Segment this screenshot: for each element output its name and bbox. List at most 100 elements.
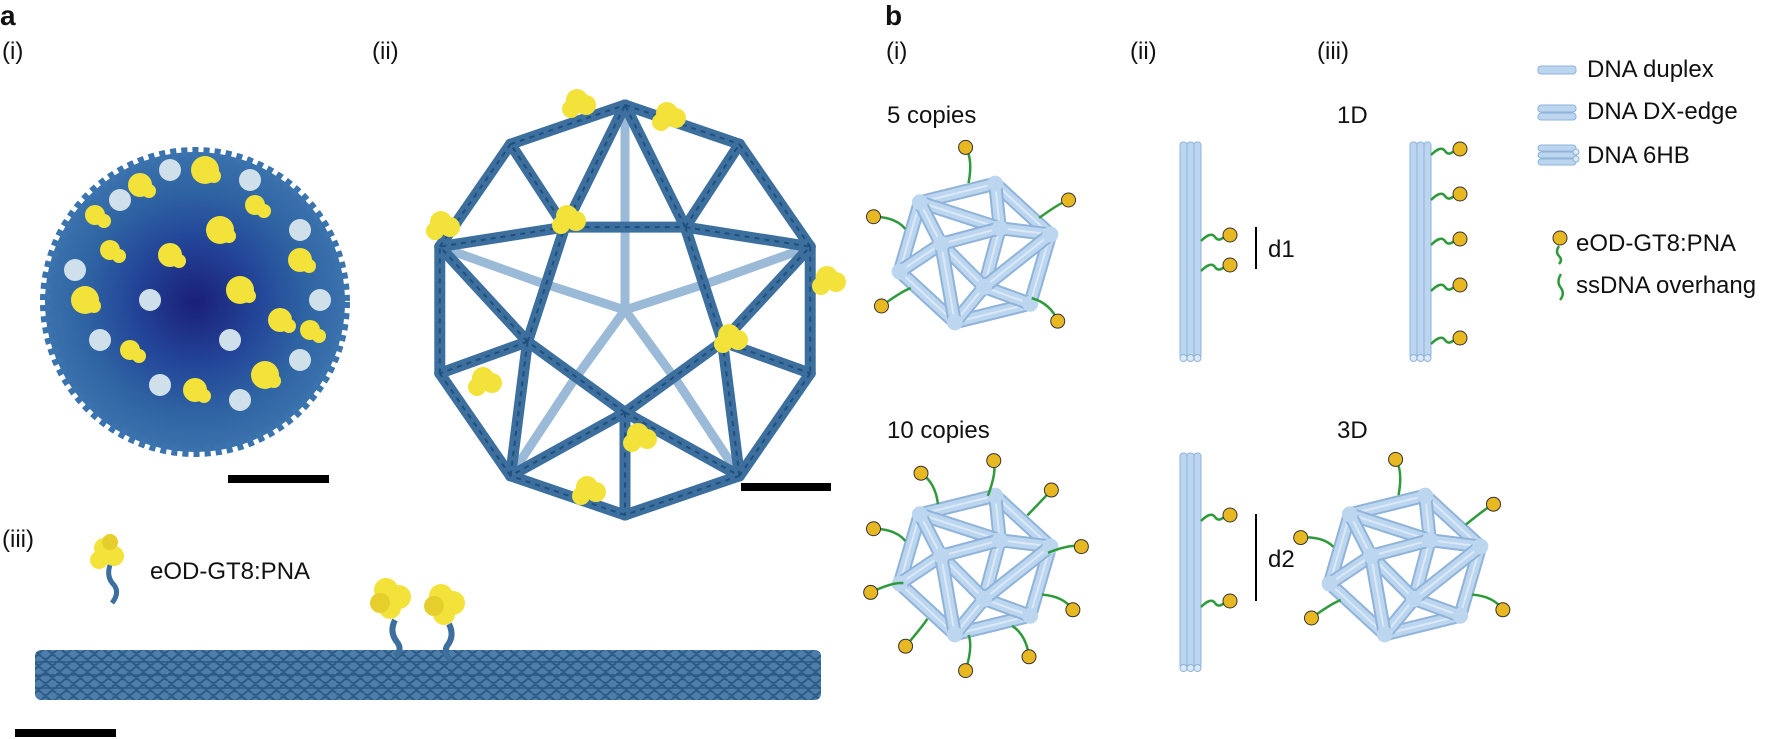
- immunogen-dot: [1061, 192, 1077, 208]
- legend-6hb-label: DNA 6HB: [1587, 142, 1690, 169]
- panel-a-iii-label: (iii): [2, 526, 34, 553]
- pale-strand: [159, 159, 181, 181]
- immunogen-dot: [1021, 649, 1037, 665]
- ssdna-overhang: [1430, 336, 1457, 345]
- 6hb-helix: [1423, 141, 1432, 359]
- scale-bar-a-i: [228, 475, 329, 483]
- immunogen-dot: [1495, 602, 1511, 618]
- immunogen-dot: [1073, 539, 1089, 555]
- antigen-blob: [562, 89, 596, 118]
- immunogen-dot: [1222, 227, 1238, 243]
- legend-6hb-icon: [1537, 144, 1580, 166]
- pale-strand: [139, 289, 161, 311]
- legend-immunogen-label: eOD-GT8:PNA: [1576, 230, 1737, 257]
- scale-bar-a-ii: [741, 483, 831, 491]
- antigen-blob: [714, 324, 748, 353]
- immunogen-dot: [1452, 277, 1468, 293]
- immunogen-dot: [866, 521, 882, 537]
- icosahedron-3d: [1293, 451, 1511, 643]
- label-d2: d2: [1268, 546, 1295, 573]
- ssdna-overhang: [1430, 147, 1457, 156]
- icosahedron-5-copies: [866, 139, 1077, 331]
- pale-strand: [239, 169, 261, 191]
- ssdna-overhang: [1200, 233, 1227, 242]
- immunogen-dot: [1485, 496, 1501, 512]
- immunogen-dot: [1452, 141, 1468, 157]
- icosahedron-10-copies: [863, 453, 1089, 679]
- panel-b-ii-label: (ii): [1130, 38, 1157, 65]
- pale-strand: [289, 349, 311, 371]
- label-1d: 1D: [1337, 102, 1368, 129]
- panel-b-i-label: (i): [886, 38, 908, 65]
- immunogen-dot: [958, 139, 974, 155]
- 6hb-helix: [1409, 141, 1418, 359]
- pale-strand: [229, 389, 251, 411]
- panel-b-iii-label: (iii): [1317, 38, 1349, 65]
- antigen-blob: [812, 266, 846, 295]
- immunogen-dot: [1452, 186, 1468, 202]
- panel-a-letter: a: [0, 0, 16, 31]
- 6hb-helix: [1193, 452, 1202, 669]
- pale-strand: [89, 329, 111, 351]
- label-d1: d1: [1268, 236, 1295, 263]
- immunogen-dot: [1065, 602, 1081, 618]
- pale-strands-a-i: [64, 159, 331, 411]
- legend-duplex-icon: [1537, 65, 1577, 75]
- immunogen-dot: [1222, 593, 1238, 609]
- rod-d2: [1179, 452, 1238, 672]
- ssdna-overhang: [1200, 599, 1227, 608]
- legend-dx-edge-label: DNA DX-edge: [1587, 98, 1738, 125]
- pale-strand: [309, 289, 331, 311]
- immunogen-dot: [898, 638, 914, 654]
- legend-dx-edge-icon: [1537, 104, 1577, 121]
- panel-a-legend-label: eOD-GT8:PNA: [150, 558, 311, 585]
- ssdna-overhang: [1200, 513, 1227, 522]
- 6hb-helix: [1179, 452, 1188, 669]
- icosahedron-a-ii: [426, 89, 846, 521]
- immunogen-dot: [958, 663, 974, 679]
- antigen-blob: [468, 367, 502, 396]
- antigen-blob: [572, 476, 606, 505]
- immunogen-dot: [1222, 507, 1238, 523]
- panel-b-letter: b: [885, 0, 903, 31]
- immunogen-dot: [1222, 257, 1238, 273]
- ssdna-overhang: [1430, 283, 1457, 292]
- immunogen-dot: [1050, 313, 1066, 329]
- legend-ssdna-icon: [1557, 273, 1564, 301]
- pale-strand: [289, 219, 311, 241]
- antigen-blob: [552, 205, 586, 234]
- label-10-copies: 10 copies: [887, 417, 990, 444]
- immunogen-dot: [1293, 530, 1309, 546]
- label-5-copies: 5 copies: [887, 102, 977, 129]
- immunogen-dot: [1452, 231, 1468, 247]
- antigen-on-rod-2: [424, 584, 465, 663]
- 6hb-helix: [1186, 141, 1195, 359]
- dna-edge: [434, 336, 534, 379]
- antigen-on-rod-1: [370, 578, 411, 659]
- immunogen-dot: [986, 453, 1002, 469]
- rod-d1: [1179, 141, 1238, 362]
- antigen-blob: [623, 423, 657, 452]
- legend-overhang-label: ssDNA overhang: [1576, 272, 1757, 299]
- ssdna-overhang: [1200, 263, 1227, 272]
- 6hb-helix: [1186, 452, 1195, 669]
- label-3d: 3D: [1337, 417, 1368, 444]
- immunogen-dot: [866, 209, 882, 225]
- antigen-cluster-a-i: [71, 156, 326, 403]
- scale-bar-a-iii: [15, 729, 116, 737]
- rod-a-iii: [35, 534, 821, 700]
- pale-strand: [64, 259, 86, 281]
- antigen-blob: [426, 211, 460, 240]
- ssdna-overhang: [1430, 192, 1457, 201]
- immunogen-dot: [1388, 451, 1404, 467]
- antigen-legend-icon-a-iii: [90, 534, 124, 605]
- particle-a-i: [40, 147, 350, 457]
- legend-immunogen-icon: [1552, 230, 1568, 265]
- panel-a-ii-label: (ii): [372, 38, 399, 65]
- antigen-blob: [652, 102, 686, 131]
- 6hb-helix: [1193, 141, 1202, 359]
- pale-strand: [109, 189, 131, 211]
- immunogen-dot: [1452, 330, 1468, 346]
- immunogen-dot: [913, 465, 929, 481]
